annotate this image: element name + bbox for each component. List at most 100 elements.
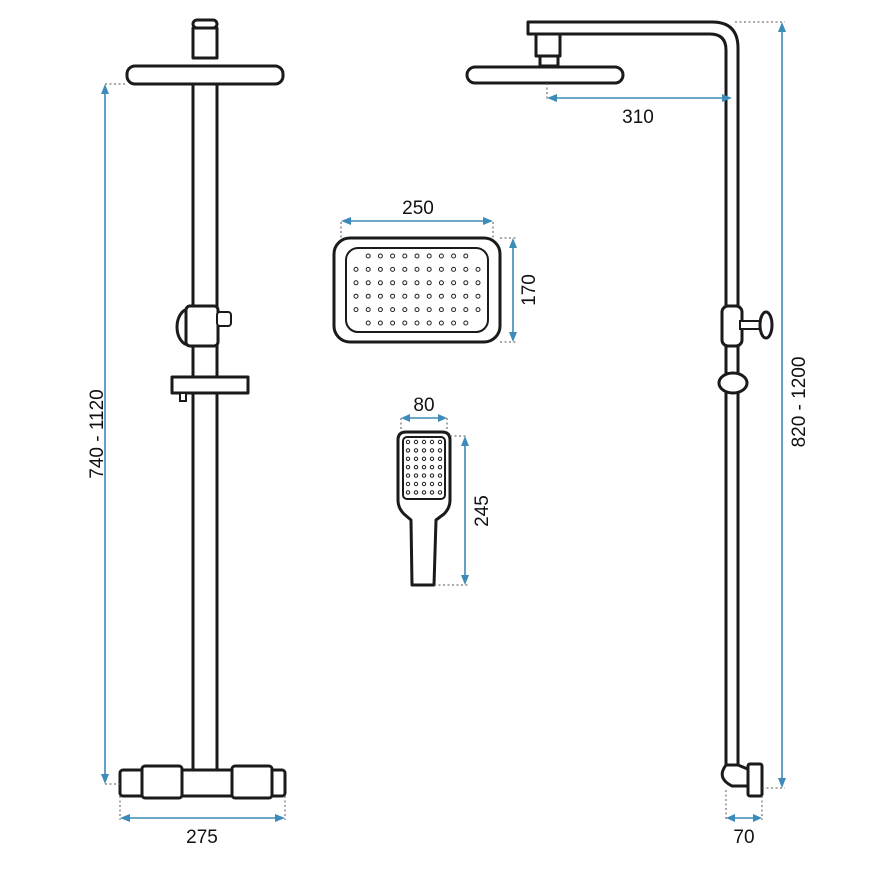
- nozzle-dot: [429, 490, 435, 495]
- arrowhead: [461, 575, 469, 585]
- holder-knob-side: [758, 310, 774, 340]
- nozzle-dot: [402, 266, 408, 272]
- nozzle-dot: [437, 490, 443, 495]
- nozzle-dot: [421, 490, 427, 495]
- nozzle-dot: [438, 266, 444, 272]
- overhead-shower-head-front: [125, 64, 285, 86]
- nozzle-dot: [405, 456, 411, 461]
- nozzle-dot: [365, 253, 371, 259]
- nozzle-dot: [451, 266, 457, 272]
- nozzle-grid: [353, 253, 481, 326]
- shelf-front: [170, 375, 250, 395]
- nozzle-dot: [437, 448, 443, 453]
- nozzle-dot: [405, 473, 411, 478]
- nozzle-dot: [438, 280, 444, 286]
- arm-connector: [534, 32, 562, 58]
- nozzle-dot: [426, 280, 432, 286]
- nozzle-dot: [426, 307, 432, 313]
- nozzle-dot: [438, 293, 444, 299]
- label-arm-length: 310: [622, 107, 654, 128]
- nozzle-dot: [413, 465, 419, 470]
- arrowhead: [461, 436, 469, 446]
- nozzle-dot: [365, 266, 371, 272]
- nozzle-dot: [451, 280, 457, 286]
- holder-screw: [216, 311, 232, 327]
- nozzle-dot: [438, 253, 444, 259]
- nozzle-dot: [365, 307, 371, 313]
- nozzle-dot: [413, 481, 419, 487]
- arrowhead: [341, 217, 351, 225]
- side-view: 310 820 - 1200 70: [465, 20, 810, 848]
- nozzle-dot: [463, 280, 469, 286]
- thermostat-knob-left: [140, 764, 184, 800]
- nozzle-dot: [413, 473, 419, 478]
- nozzle-dot: [426, 253, 432, 259]
- nozzle-dot: [377, 266, 383, 272]
- nozzle-dot: [414, 253, 420, 259]
- nozzle-dot: [413, 456, 419, 461]
- nozzle-dot: [377, 280, 383, 286]
- nozzle-dot: [365, 280, 371, 286]
- nozzle-dot: [421, 473, 427, 478]
- nozzle-dot: [405, 448, 411, 453]
- label-wall-offset: 70: [733, 827, 754, 848]
- nozzle-dot: [390, 253, 396, 259]
- nozzle-dot: [405, 439, 411, 445]
- nozzle-dot: [365, 320, 371, 326]
- riser-pipe-front: [191, 82, 219, 776]
- thermostat-side: [720, 763, 752, 788]
- nozzle-dot: [377, 293, 383, 299]
- nozzle-dot: [402, 253, 408, 259]
- arrowhead: [509, 332, 517, 342]
- nozzle-dot: [390, 307, 396, 313]
- label-head-width: 250: [402, 198, 434, 219]
- nozzle-dot: [463, 253, 469, 259]
- nozzle-dot: [413, 439, 419, 445]
- hand-shower-detail: 80 245: [396, 395, 493, 587]
- arrowhead: [722, 94, 732, 102]
- hand-shower-holder: [184, 304, 220, 348]
- nozzle-dot: [437, 439, 443, 445]
- nozzle-dot: [421, 448, 427, 453]
- overhead-shower-head-side: [465, 65, 625, 85]
- shelf-clip: [179, 392, 187, 402]
- nozzle-dot: [365, 293, 371, 299]
- nozzle-dot: [405, 481, 411, 487]
- nozzle-dot: [475, 266, 481, 272]
- wall-mount-side: [746, 762, 764, 798]
- nozzle-dot: [414, 280, 420, 286]
- nozzle-dot: [451, 320, 457, 326]
- nozzle-dot: [429, 473, 435, 478]
- arrowhead: [101, 774, 109, 784]
- nozzle-dot: [451, 253, 457, 259]
- nozzle-dot: [414, 266, 420, 272]
- nozzle-dot: [426, 293, 432, 299]
- nozzle-dot: [429, 448, 435, 453]
- nozzle-dot: [475, 293, 481, 299]
- nozzle-dot: [421, 465, 427, 470]
- arrowhead: [101, 84, 109, 94]
- nozzle-plate: [345, 247, 489, 333]
- shelf-side: [717, 371, 749, 395]
- nozzle-dot: [437, 456, 443, 461]
- nozzle-dot: [414, 307, 420, 313]
- nozzle-dot: [437, 465, 443, 470]
- nozzle-dot: [377, 320, 383, 326]
- arrowhead: [120, 814, 130, 822]
- nozzle-dot: [353, 280, 359, 286]
- overhead-head-detail: 250 170: [332, 198, 540, 344]
- arm-connector-joint: [538, 54, 560, 68]
- nozzle-dot: [353, 266, 359, 272]
- nozzle-dot: [463, 266, 469, 272]
- nozzle-dot: [377, 307, 383, 313]
- nozzle-dot: [426, 320, 432, 326]
- nozzle-dot: [402, 280, 408, 286]
- nozzle-dot: [451, 293, 457, 299]
- top-connector: [191, 26, 219, 60]
- nozzle-dot: [414, 293, 420, 299]
- arrowhead: [401, 414, 410, 422]
- arrowhead: [778, 22, 786, 32]
- label-height-right: 820 - 1200: [789, 357, 810, 448]
- arrowhead: [509, 238, 517, 248]
